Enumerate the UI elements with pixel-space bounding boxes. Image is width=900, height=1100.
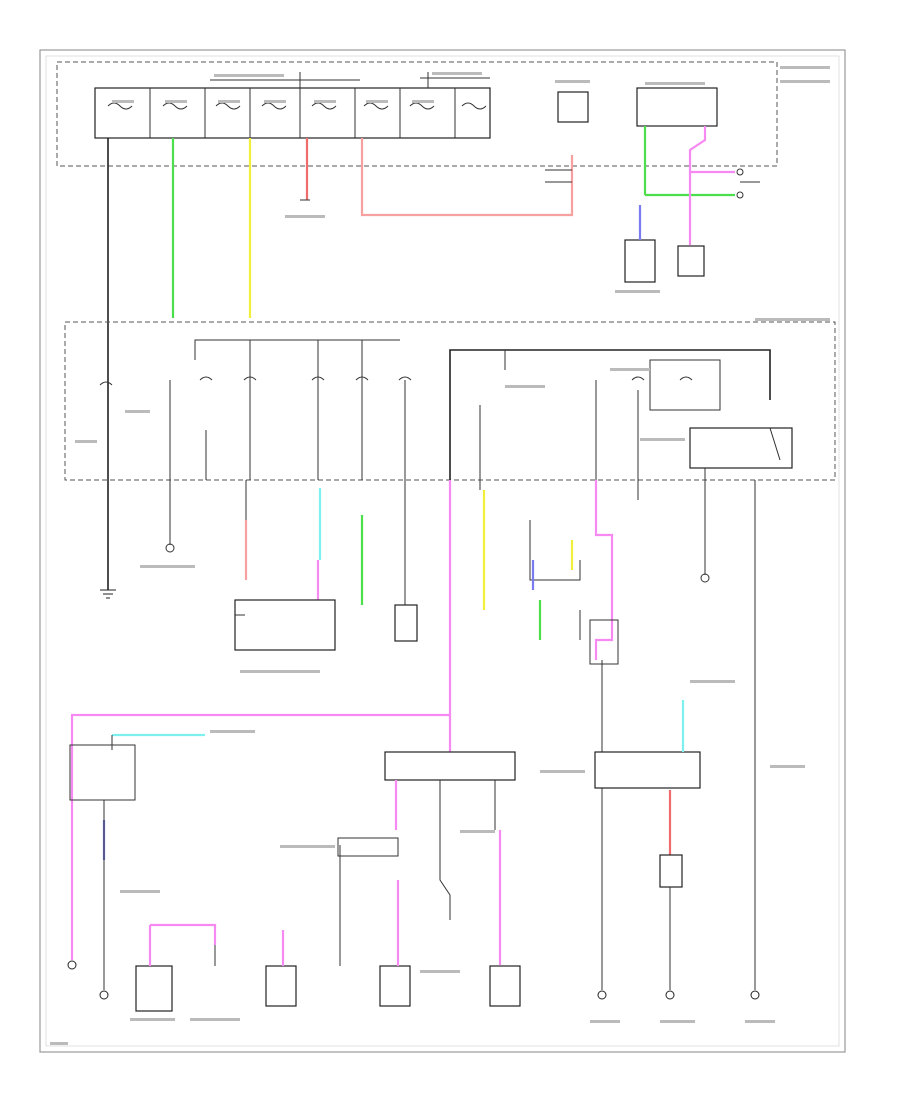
ecm-sensor-box: [659, 854, 683, 888]
illegible-labels: [50, 66, 830, 1045]
module-box-center-left: [234, 599, 336, 651]
underdash-fuse-box: [64, 321, 836, 481]
ground-symbol-2: [67, 960, 77, 970]
ground-symbol-6: [750, 990, 760, 1000]
bottom-module-1: [135, 965, 173, 1012]
bottom-module-4: [489, 965, 521, 1007]
bottom-module-2: [265, 965, 297, 1007]
wire-pink-ecm: [688, 126, 707, 245]
relay-box-top: [557, 91, 589, 123]
wire-pink-bus: [70, 480, 452, 960]
bottom-module-3: [379, 965, 411, 1007]
ground-symbol-4: [597, 990, 607, 1000]
ground-symbol-5: [665, 990, 675, 1000]
sensor-box-right: [677, 245, 705, 277]
underhood-fuse-box: [56, 61, 778, 167]
sensor-box-left: [624, 239, 656, 283]
ground-symbol-3: [99, 990, 109, 1000]
ecm-module-box: [636, 87, 718, 127]
wire-salmon-a: [360, 138, 574, 217]
module-box-right-lower: [594, 751, 701, 789]
diagram-frame: [39, 49, 846, 1053]
wire-pink-c: [594, 480, 614, 660]
diagram-inner-frame: [45, 55, 840, 1047]
relay-box-left-lower: [69, 744, 136, 801]
module-box-center-lower: [384, 751, 516, 781]
ground-symbol-1: [100, 589, 116, 599]
